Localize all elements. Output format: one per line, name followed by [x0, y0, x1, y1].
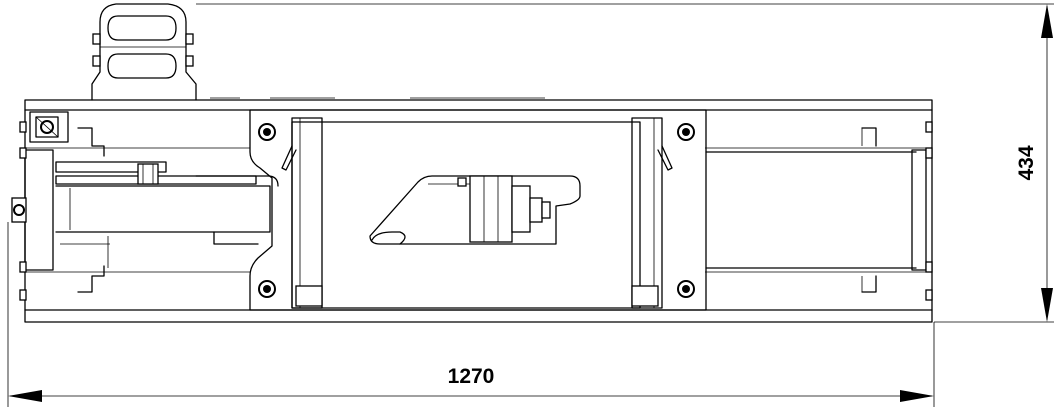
width-dimension: 1270 [7, 222, 935, 407]
left-actuator [55, 161, 279, 268]
height-dimension: 434 [196, 3, 1054, 323]
right-frame-section [705, 121, 933, 301]
center-carriage [249, 109, 707, 311]
height-dimension-label: 434 [1015, 145, 1038, 180]
width-dimension-label: 1270 [448, 365, 495, 388]
lifting-eye-bracket [91, 3, 197, 101]
center-ram [369, 175, 581, 245]
left-end-block [11, 111, 105, 301]
